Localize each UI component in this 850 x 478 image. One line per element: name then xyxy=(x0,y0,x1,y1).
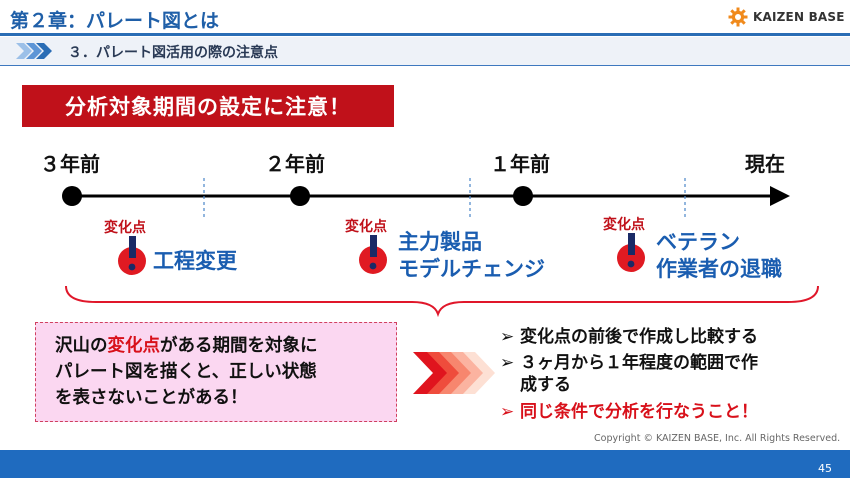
event-line: 作業者の退職 xyxy=(656,257,782,281)
bullet-same-conditions: ➢同じ条件で分析を行なうこと！ xyxy=(500,401,758,423)
header-rule xyxy=(0,33,850,36)
timeline-label-2-years-ago: ２年前 xyxy=(265,152,325,176)
exclamation-icon xyxy=(359,235,387,274)
bullet-compare: ➢変化点の前後で作成し比較する xyxy=(500,326,758,348)
exclamation-icon xyxy=(118,236,146,275)
change-point-label: 変化点 xyxy=(104,220,146,236)
curly-brace xyxy=(65,285,819,318)
timeline-graphic xyxy=(62,178,819,318)
warning-banner: 分析対象期間の設定に注意！ xyxy=(22,85,394,127)
info-line-3: を表さないことがある！ xyxy=(55,388,248,408)
info-line-2: パレート図を描くと、正しい状態 xyxy=(55,362,317,382)
timeline-label-1-year-ago: １年前 xyxy=(490,152,550,176)
gear-icon xyxy=(728,7,748,27)
bullet-text: 成する xyxy=(520,375,571,395)
gradient-arrows-icon xyxy=(413,352,495,394)
info-line-1: 沢山の変化点がある期間を対象に xyxy=(55,333,390,359)
change-point-label: 変化点 xyxy=(603,217,645,233)
logo-text: KAIZEN BASE xyxy=(753,10,845,24)
footer-bar xyxy=(0,450,850,478)
info-text-segment: 沢山の xyxy=(55,336,108,356)
event-line: ベテラン xyxy=(656,230,740,254)
timeline-label-3-years-ago: ３年前 xyxy=(40,152,100,176)
kaizen-base-logo: KAIZEN BASE xyxy=(728,5,846,29)
info-text-segment: がある期間を対象に xyxy=(160,336,318,356)
event-process-change: 工程変更 xyxy=(153,248,237,275)
event-line: 工程変更 xyxy=(153,249,237,273)
timeline-label-now: 現在 xyxy=(745,152,785,176)
copyright-text: Copyright © KAIZEN BASE, Inc. All Rights… xyxy=(594,433,841,444)
bullet-text: ３ヶ月から１年程度の範囲で作 xyxy=(520,353,758,373)
event-veteran-retirement: ベテラン 作業者の退職 xyxy=(656,229,782,283)
info-text: 沢山の変化点がある期間を対象に パレート図を描くと、正しい状態 を表さないことが… xyxy=(55,333,390,411)
bullet-text: 同じ条件で分析を行なうこと！ xyxy=(520,402,758,422)
section-bar xyxy=(0,37,850,65)
timeline-point-1-year-ago xyxy=(513,186,533,206)
exclamation-icon xyxy=(617,233,645,272)
page-number: 45 xyxy=(818,462,832,475)
timeline-arrowhead xyxy=(770,186,790,206)
timeline-point-3-years-ago xyxy=(62,186,82,206)
bullet-text: 変化点の前後で作成し比較する xyxy=(520,327,758,347)
bullet-arrow-icon: ➢ xyxy=(500,353,515,373)
info-highlight: 変化点 xyxy=(107,336,161,356)
event-line: 主力製品 xyxy=(398,230,482,254)
change-point-label: 変化点 xyxy=(345,219,387,235)
bullet-range: ➢３ヶ月から１年程度の範囲で作 成する xyxy=(500,352,758,396)
event-model-change: 主力製品 モデルチェンジ xyxy=(398,229,545,283)
info-box xyxy=(35,322,397,422)
bullet-arrow-icon: ➢ xyxy=(500,327,515,347)
chevron-arrows-icon xyxy=(16,43,52,59)
chapter-title: 第２章：パレート図とは xyxy=(10,10,220,32)
section-title: ３．パレート図活用の際の注意点 xyxy=(68,45,278,61)
bullet-arrow-icon: ➢ xyxy=(500,402,515,422)
timeline-point-2-years-ago xyxy=(290,186,310,206)
section-underline xyxy=(0,65,850,66)
event-line: モデルチェンジ xyxy=(398,257,545,281)
